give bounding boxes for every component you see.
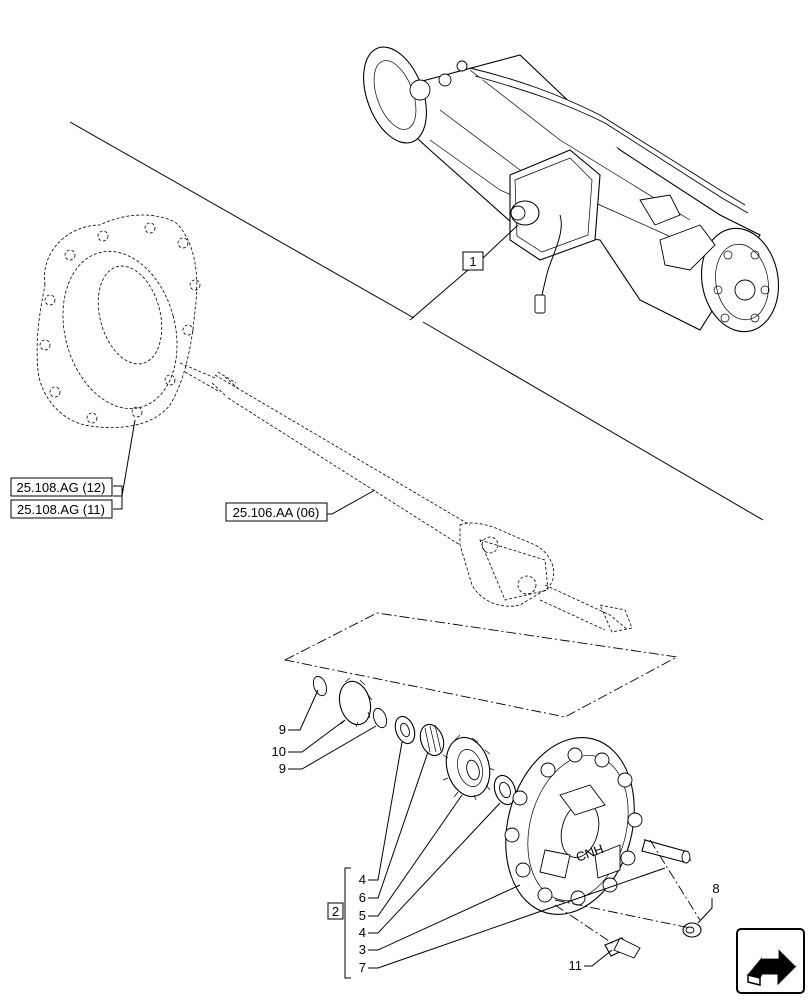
svg-text:1: 1 [469,254,476,269]
svg-text:8: 8 [712,881,719,896]
svg-text:25.106.AA (06): 25.106.AA (06) [233,505,320,520]
svg-text:6: 6 [359,890,366,905]
svg-text:3: 3 [359,942,366,957]
bolt-11 [604,937,641,959]
thrust-washer-4-left [394,715,416,745]
thrust-washer-4-right [493,774,517,806]
snap-ring-9-lower [372,707,388,729]
planetary-group-envelope [283,612,679,718]
planet-gear-10 [338,677,373,728]
callout-7: 7 [359,960,366,975]
section-divider-line [69,121,415,319]
section-divider-line-lower [422,321,764,521]
callout-3: 3 [359,942,366,957]
callout-4-lower: 4 [359,925,366,940]
needle-bearing-6 [419,723,445,757]
drain-plug-8 [682,922,702,938]
callout-10: 10 [272,744,286,759]
ref-box-25-108-ag-12[interactable]: 25.108.AG (12) [10,477,113,497]
callout-8: 8 [712,881,719,896]
svg-text:7: 7 [359,960,366,975]
svg-text:4: 4 [359,925,366,940]
next-page-arrow-icon[interactable] [736,928,805,994]
svg-text:11: 11 [569,958,583,973]
axle-assembly [363,46,780,333]
svg-text:4: 4 [359,872,366,887]
callout-5: 5 [359,908,366,923]
ref-box-25-106-aa-06[interactable]: 25.106.AA (06) [225,502,328,522]
axle-shaft-phantom [179,362,633,633]
snap-ring-9-top [312,675,328,697]
planet-pin-7 [641,838,692,864]
svg-text:5: 5 [359,908,366,923]
callout-1: 1 [462,251,484,271]
callout-4-upper: 4 [359,872,366,887]
svg-text:9: 9 [279,761,286,776]
ref-box-25-108-ag-11[interactable]: 25.108.AG (11) [10,499,113,519]
svg-text:10: 10 [272,744,286,759]
planet-carrier-3: CNH [504,737,643,915]
svg-text:2: 2 [332,904,339,919]
callout-6: 6 [359,890,366,905]
svg-text:25.108.AG (12): 25.108.AG (12) [17,480,106,495]
planet-gear-5 [442,734,495,801]
callout-9-top: 9 [279,722,286,737]
hub-housing-phantom [36,214,201,429]
svg-text:9: 9 [279,722,286,737]
callout-9-lower: 9 [279,761,286,776]
callout-2: 2 [327,902,344,920]
svg-text:25.108.AG (11): 25.108.AG (11) [17,502,105,517]
callout-11: 11 [569,958,583,973]
